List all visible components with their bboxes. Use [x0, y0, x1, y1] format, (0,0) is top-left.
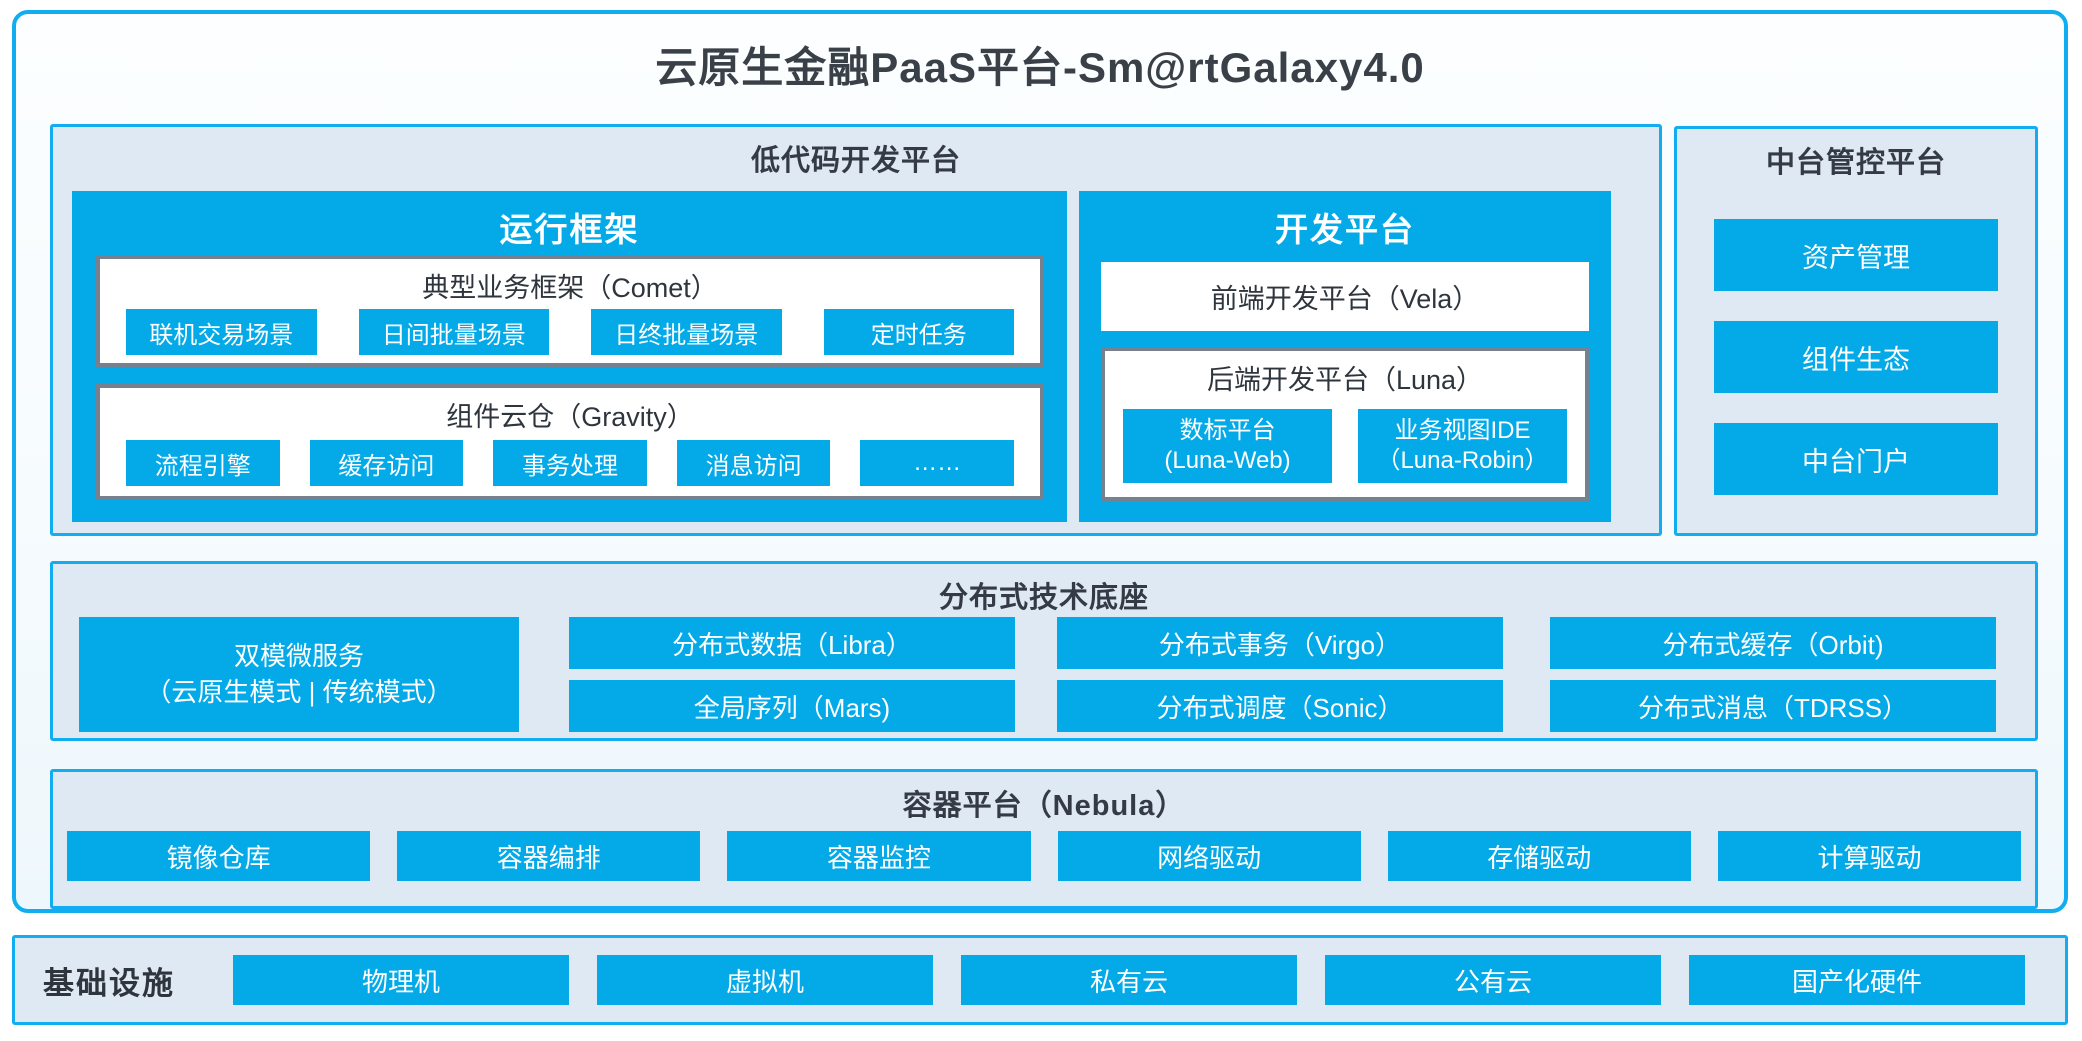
block-asset-management: 资产管理 — [1714, 219, 1998, 291]
section-low-code-platform: 低代码开发平台 运行框架 典型业务框架（Comet） 联机交易场景 日间批量场景… — [50, 124, 1662, 536]
block-distributed-message-tdrss: 分布式消息（TDRSS） — [1550, 680, 1996, 732]
block-domestic-hardware: 国产化硬件 — [1689, 955, 2025, 1005]
block-mid-platform-portal: 中台门户 — [1714, 423, 1998, 495]
section-container-platform: 容器平台（Nebula） 镜像仓库 容器编排 容器监控 网络驱动 存储驱动 计算… — [50, 769, 2038, 909]
runtime-framework-panel: 运行框架 典型业务框架（Comet） 联机交易场景 日间批量场景 日终批量场景 … — [72, 191, 1067, 522]
block-distributed-cache-orbit: 分布式缓存（Orbit) — [1550, 617, 1996, 669]
block-cache-access: 缓存访问 — [309, 440, 464, 486]
block-container-monitoring: 容器监控 — [727, 831, 1031, 881]
luna-robin-line2: （Luna-Robin） — [1376, 447, 1549, 474]
block-daytime-batch: 日间批量场景 — [358, 309, 549, 355]
infrastructure-title: 基础设施 — [43, 965, 175, 1001]
block-dual-mode-microservice: 双模微服务 （云原生模式 | 传统模式） — [79, 617, 519, 732]
block-network-driver: 网络驱动 — [1057, 831, 1361, 881]
dev-platform-panel: 开发平台 前端开发平台（Vela） 后端开发平台（Luna） 数标平台 (Lun… — [1079, 191, 1611, 522]
distributed-title: 分布式技术底座 — [938, 582, 1149, 614]
vela-frontend-box: 前端开发平台（Vela） — [1101, 262, 1589, 331]
comet-title: 典型业务框架（Comet） — [422, 273, 718, 303]
block-global-sequence-mars: 全局序列（Mars) — [569, 680, 1015, 732]
block-container-orchestration: 容器编排 — [397, 831, 701, 881]
block-luna-web: 数标平台 (Luna-Web) — [1123, 409, 1332, 483]
dev-platform-title: 开发平台 — [1275, 211, 1415, 248]
mid-platform-items: 资产管理 组件生态 中台门户 — [1714, 219, 1998, 495]
infrastructure-items: 物理机 虚拟机 私有云 公有云 国产化硬件 — [233, 955, 2025, 1005]
runtime-framework-title: 运行框架 — [499, 211, 640, 248]
section-mid-platform-control: 中台管控平台 资产管理 组件生态 中台门户 — [1674, 126, 2038, 536]
section-title-low-code: 低代码开发平台 — [750, 145, 961, 177]
mid-platform-title: 中台管控平台 — [1765, 147, 1946, 179]
block-eod-batch: 日终批量场景 — [591, 309, 782, 355]
block-more-ellipsis: …… — [860, 440, 1014, 486]
block-distributed-transaction-virgo: 分布式事务（Virgo） — [1057, 617, 1503, 669]
luna-title: 后端开发平台（Luna） — [1206, 365, 1484, 395]
container-platform-items: 镜像仓库 容器编排 容器监控 网络驱动 存储驱动 计算驱动 — [67, 831, 2022, 881]
luna-backend-box: 后端开发平台（Luna） 数标平台 (Luna-Web) 业务视图IDE （Lu… — [1101, 347, 1589, 501]
block-distributed-data-libra: 分布式数据（Libra） — [569, 617, 1015, 669]
gravity-title: 组件云仓（Gravity） — [446, 402, 694, 432]
gravity-items-row: 流程引擎 缓存访问 事务处理 消息访问 …… — [100, 430, 1040, 496]
block-virtual-machine: 虚拟机 — [597, 955, 933, 1005]
block-process-engine: 流程引擎 — [126, 440, 280, 486]
dual-mode-line2: （云原生模式 | 传统模式） — [145, 676, 453, 707]
block-scheduled-task: 定时任务 — [823, 309, 1014, 355]
luna-items-row: 数标平台 (Luna-Web) 业务视图IDE （Luna-Robin） — [1105, 395, 1585, 497]
block-luna-robin: 业务视图IDE （Luna-Robin） — [1358, 409, 1567, 483]
block-message-access: 消息访问 — [676, 440, 831, 486]
block-online-transaction: 联机交易场景 — [126, 309, 317, 355]
infrastructure-row: 基础设施 物理机 虚拟机 私有云 公有云 国产化硬件 — [43, 938, 2025, 1022]
container-platform-title: 容器平台（Nebula） — [902, 790, 1186, 822]
outer-frame: 云原生金融PaaS平台-Sm@rtGalaxy4.0 低代码开发平台 运行框架 … — [12, 10, 2068, 913]
block-transaction-processing: 事务处理 — [493, 440, 647, 486]
luna-web-line2: (Luna-Web) — [1164, 447, 1291, 474]
gravity-component-box: 组件云仓（Gravity） 流程引擎 缓存访问 事务处理 消息访问 …… — [96, 384, 1044, 500]
block-physical-machine: 物理机 — [233, 955, 569, 1005]
block-storage-driver: 存储驱动 — [1387, 831, 1691, 881]
block-component-ecosystem: 组件生态 — [1714, 321, 1998, 393]
luna-web-line1: 数标平台 — [1179, 417, 1276, 444]
block-image-registry: 镜像仓库 — [67, 831, 371, 881]
luna-robin-line1: 业务视图IDE — [1394, 417, 1531, 444]
section-distributed-base: 分布式技术底座 双模微服务 （云原生模式 | 传统模式） 分布式数据（Libra… — [50, 561, 2038, 741]
section-infrastructure: 基础设施 物理机 虚拟机 私有云 公有云 国产化硬件 — [12, 935, 2068, 1025]
block-private-cloud: 私有云 — [961, 955, 1297, 1005]
block-distributed-scheduling-sonic: 分布式调度（Sonic） — [1057, 680, 1503, 732]
dual-mode-line1: 双模微服务 — [233, 641, 364, 672]
comet-items-row: 联机交易场景 日间批量场景 日终批量场景 定时任务 — [100, 301, 1040, 363]
block-public-cloud: 公有云 — [1325, 955, 1661, 1005]
diagram-title: 云原生金融PaaS平台-Sm@rtGalaxy4.0 — [655, 44, 1425, 91]
comet-framework-box: 典型业务框架（Comet） 联机交易场景 日间批量场景 日终批量场景 定时任务 — [96, 255, 1044, 367]
block-compute-driver: 计算驱动 — [1717, 831, 2022, 881]
